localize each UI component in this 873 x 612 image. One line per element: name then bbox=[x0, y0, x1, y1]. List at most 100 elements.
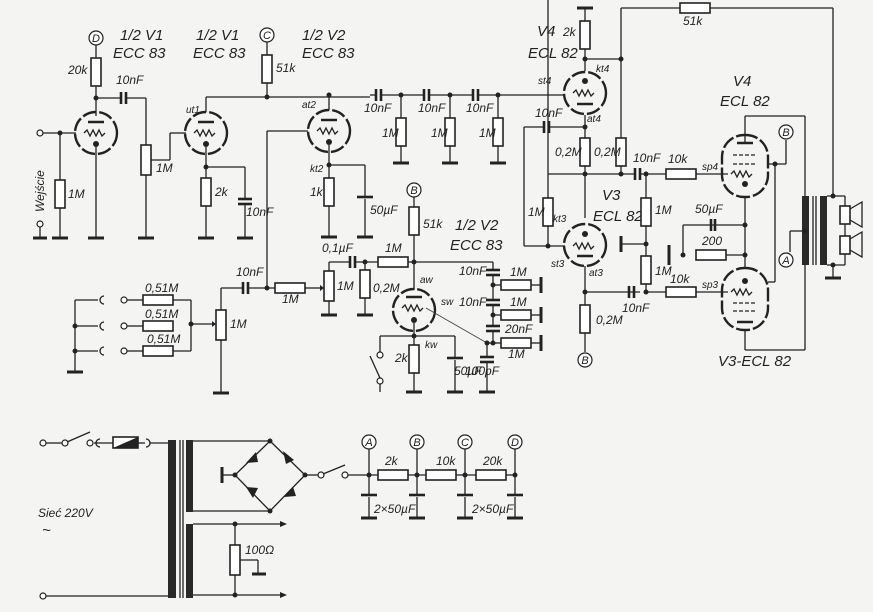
power-coupling: 10nF 10k sp4 1M 1M 10nF 10k sp3 bbox=[619, 151, 728, 315]
svg-text:51k: 51k bbox=[423, 217, 443, 231]
svg-text:10k: 10k bbox=[668, 152, 688, 166]
svg-text:sp4: sp4 bbox=[702, 162, 719, 173]
stage-v2a: at2 1/2 V2 ECC 83 kt2 50µF 1k 10nF 1M 10… bbox=[266, 27, 565, 288]
svg-text:2k: 2k bbox=[394, 351, 409, 365]
svg-text:st3: st3 bbox=[551, 259, 565, 270]
svg-text:10nF: 10nF bbox=[466, 101, 494, 115]
tremolo-switch[interactable] bbox=[369, 355, 381, 379]
speaker-1 bbox=[839, 205, 851, 225]
resistor-20k-label: 20k bbox=[67, 63, 88, 77]
mains-terminal-bottom bbox=[39, 592, 47, 600]
mains-terminal-top bbox=[39, 439, 47, 447]
svg-text:at4: at4 bbox=[587, 114, 601, 125]
svg-text:10nF: 10nF bbox=[459, 295, 487, 309]
svg-text:C: C bbox=[461, 437, 469, 449]
svg-text:51k: 51k bbox=[683, 14, 703, 28]
mains-label: Sieć 220V bbox=[38, 506, 94, 520]
svg-text:10k: 10k bbox=[436, 454, 456, 468]
power-stage: B V4 ECL 82 50µF 200 V3-ECL 82 bbox=[667, 73, 863, 370]
svg-text:B: B bbox=[413, 437, 420, 449]
svg-text:100Ω: 100Ω bbox=[245, 543, 274, 557]
power-supply: Sieć 220V ~ 100Ω bbox=[38, 431, 523, 600]
svg-text:1M: 1M bbox=[230, 317, 247, 331]
power-transformer-primary bbox=[168, 440, 176, 598]
pot-1m-vol bbox=[323, 270, 335, 302]
diode-icon bbox=[246, 452, 258, 463]
svg-text:20k: 20k bbox=[482, 454, 503, 468]
svg-text:B: B bbox=[581, 355, 588, 367]
stage-v1a: D 20k 10nF 1M Wejście 1/2 V1 ECC 83 bbox=[33, 27, 166, 240]
pot-1m-mix bbox=[215, 309, 227, 341]
svg-text:ECC 83: ECC 83 bbox=[450, 237, 503, 254]
svg-text:1M: 1M bbox=[479, 126, 496, 140]
svg-text:at2: at2 bbox=[302, 100, 316, 111]
stage-v2b: 0,2M 1M B 51k 1/2 V2 ECC 83 aw sw kw 2k bbox=[356, 182, 543, 394]
svg-text:20nF: 20nF bbox=[504, 322, 533, 336]
speaker-2-icon bbox=[849, 230, 863, 259]
jack-2 bbox=[120, 322, 128, 330]
svg-text:1k: 1k bbox=[310, 185, 324, 199]
power-switch[interactable] bbox=[66, 431, 91, 443]
tube-v1a-name: 1/2 V1 bbox=[120, 27, 163, 44]
svg-text:V3: V3 bbox=[602, 187, 621, 204]
svg-text:1M: 1M bbox=[156, 161, 173, 175]
diode-icon bbox=[283, 451, 294, 464]
node-d-label: D bbox=[92, 33, 100, 45]
tube-v3-pentode bbox=[720, 266, 770, 332]
svg-text:2×50µF: 2×50µF bbox=[373, 502, 416, 516]
svg-text:2k: 2k bbox=[214, 185, 229, 199]
svg-text:10nF: 10nF bbox=[246, 205, 274, 219]
svg-text:1M: 1M bbox=[655, 203, 672, 217]
diode-icon bbox=[246, 487, 258, 498]
svg-text:sp3: sp3 bbox=[702, 280, 719, 291]
switch-terminal-bottom bbox=[376, 377, 384, 385]
svg-text:0,2M: 0,2M bbox=[373, 281, 400, 295]
resistor-2k bbox=[200, 177, 212, 207]
power-transformer-secondary-heater bbox=[186, 524, 193, 598]
svg-text:50µF: 50µF bbox=[454, 364, 482, 378]
svg-text:1M: 1M bbox=[510, 265, 527, 279]
svg-text:aw: aw bbox=[420, 275, 434, 286]
speaker-2 bbox=[839, 235, 851, 255]
tube-v4-triode bbox=[562, 70, 608, 116]
svg-text:1M: 1M bbox=[655, 264, 672, 278]
svg-text:10nF: 10nF bbox=[236, 265, 264, 279]
tube-v2b bbox=[391, 287, 437, 333]
pot-1m-v1: 1M bbox=[138, 132, 186, 240]
svg-text:A: A bbox=[364, 437, 372, 449]
tube-v4-pentode bbox=[720, 133, 770, 199]
resistor-1m-in bbox=[54, 179, 66, 209]
svg-text:V4: V4 bbox=[537, 23, 555, 40]
tube-v3-triode bbox=[562, 222, 608, 268]
svg-text:1/2 V2: 1/2 V2 bbox=[455, 217, 499, 234]
svg-text:10k: 10k bbox=[670, 272, 690, 286]
svg-text:V3-ECL 82: V3-ECL 82 bbox=[718, 353, 792, 370]
svg-text:~: ~ bbox=[42, 522, 51, 539]
tube-v1a-type: ECC 83 bbox=[113, 45, 166, 62]
svg-text:st4: st4 bbox=[538, 76, 552, 87]
speaker-1-icon bbox=[849, 200, 863, 229]
svg-text:0,2M: 0,2M bbox=[594, 145, 621, 159]
svg-text:0,51M: 0,51M bbox=[145, 307, 178, 321]
output-transformer-secondary bbox=[820, 196, 827, 265]
svg-text:10nF: 10nF bbox=[535, 106, 563, 120]
jack-3 bbox=[120, 347, 128, 355]
node-b-terminal bbox=[577, 352, 593, 368]
stage-v3-triode: 1M kt3 st3 at3 V3 ECL 82 0,2M B bbox=[524, 187, 643, 368]
svg-text:0,1µF: 0,1µF bbox=[322, 241, 354, 255]
tube-v1a bbox=[73, 110, 119, 156]
svg-text:10nF: 10nF bbox=[633, 151, 661, 165]
svg-text:D: D bbox=[511, 437, 519, 449]
pot-100ohm bbox=[229, 544, 241, 576]
svg-text:V4: V4 bbox=[733, 73, 751, 90]
svg-text:kt3: kt3 bbox=[553, 214, 567, 225]
svg-text:ECL 82: ECL 82 bbox=[528, 45, 578, 62]
power-transformer-secondary-ht bbox=[186, 440, 193, 512]
svg-text:1M: 1M bbox=[385, 241, 402, 255]
svg-text:B: B bbox=[410, 185, 417, 197]
svg-text:sw: sw bbox=[441, 297, 454, 308]
standby-switch[interactable] bbox=[322, 464, 346, 475]
svg-text:ECC 83: ECC 83 bbox=[193, 45, 246, 62]
svg-text:1M: 1M bbox=[68, 187, 85, 201]
svg-text:1/2 V2: 1/2 V2 bbox=[302, 27, 346, 44]
